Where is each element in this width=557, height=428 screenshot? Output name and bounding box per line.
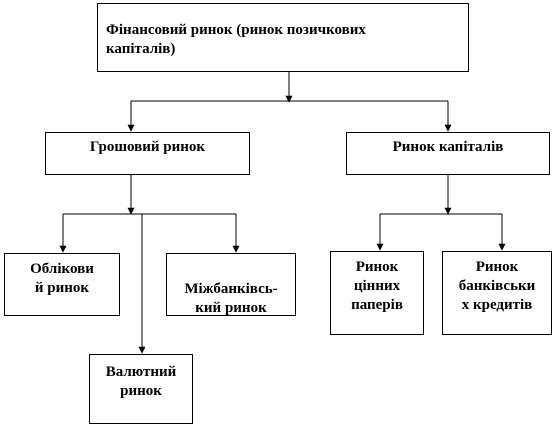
node-interbank-market: Міжбанківсь- кий ринок xyxy=(166,253,296,316)
node-currency-market: Валютний ринок xyxy=(89,354,193,424)
node-currency-market-line1: Валютний xyxy=(105,364,177,380)
node-bank-credits-market-line3: х кредитів xyxy=(461,297,533,313)
node-bank-credits-market-line2: банківськи xyxy=(458,278,536,294)
node-interbank-market-line2: кий ринок xyxy=(195,300,267,316)
node-accounting-market-line2: й ринок xyxy=(34,280,90,296)
node-securities-market-line2: цінних xyxy=(353,278,401,294)
node-money-market-label: Грошовий ринок xyxy=(89,139,206,155)
node-currency-market-line2: ринок xyxy=(120,383,162,399)
node-interbank-market-line1: Міжбанківсь- xyxy=(184,281,278,297)
node-bank-credits-market-line1: Ринок xyxy=(475,259,519,275)
node-accounting-market-line1: Облікови xyxy=(30,261,94,277)
node-accounting-market: Облікови й ринок xyxy=(4,253,120,316)
node-money-market: Грошовий ринок xyxy=(45,132,250,175)
node-securities-market-line1: Ринок xyxy=(355,259,399,275)
node-bank-credits-market: Ринок банківськи х кредитів xyxy=(442,251,552,335)
node-financial-market: Фінансовий ринок (ринок позичкових капіт… xyxy=(97,3,469,72)
node-financial-market-line1: Фінансовий ринок (ринок позичкових xyxy=(106,22,366,38)
node-securities-market-line3: паперів xyxy=(351,297,403,313)
node-securities-market: Ринок цінних паперів xyxy=(330,251,424,335)
node-capital-market-label: Ринок капіталів xyxy=(392,139,504,155)
node-capital-market: Ринок капіталів xyxy=(346,132,550,175)
node-financial-market-line2: капіталів) xyxy=(106,41,176,57)
